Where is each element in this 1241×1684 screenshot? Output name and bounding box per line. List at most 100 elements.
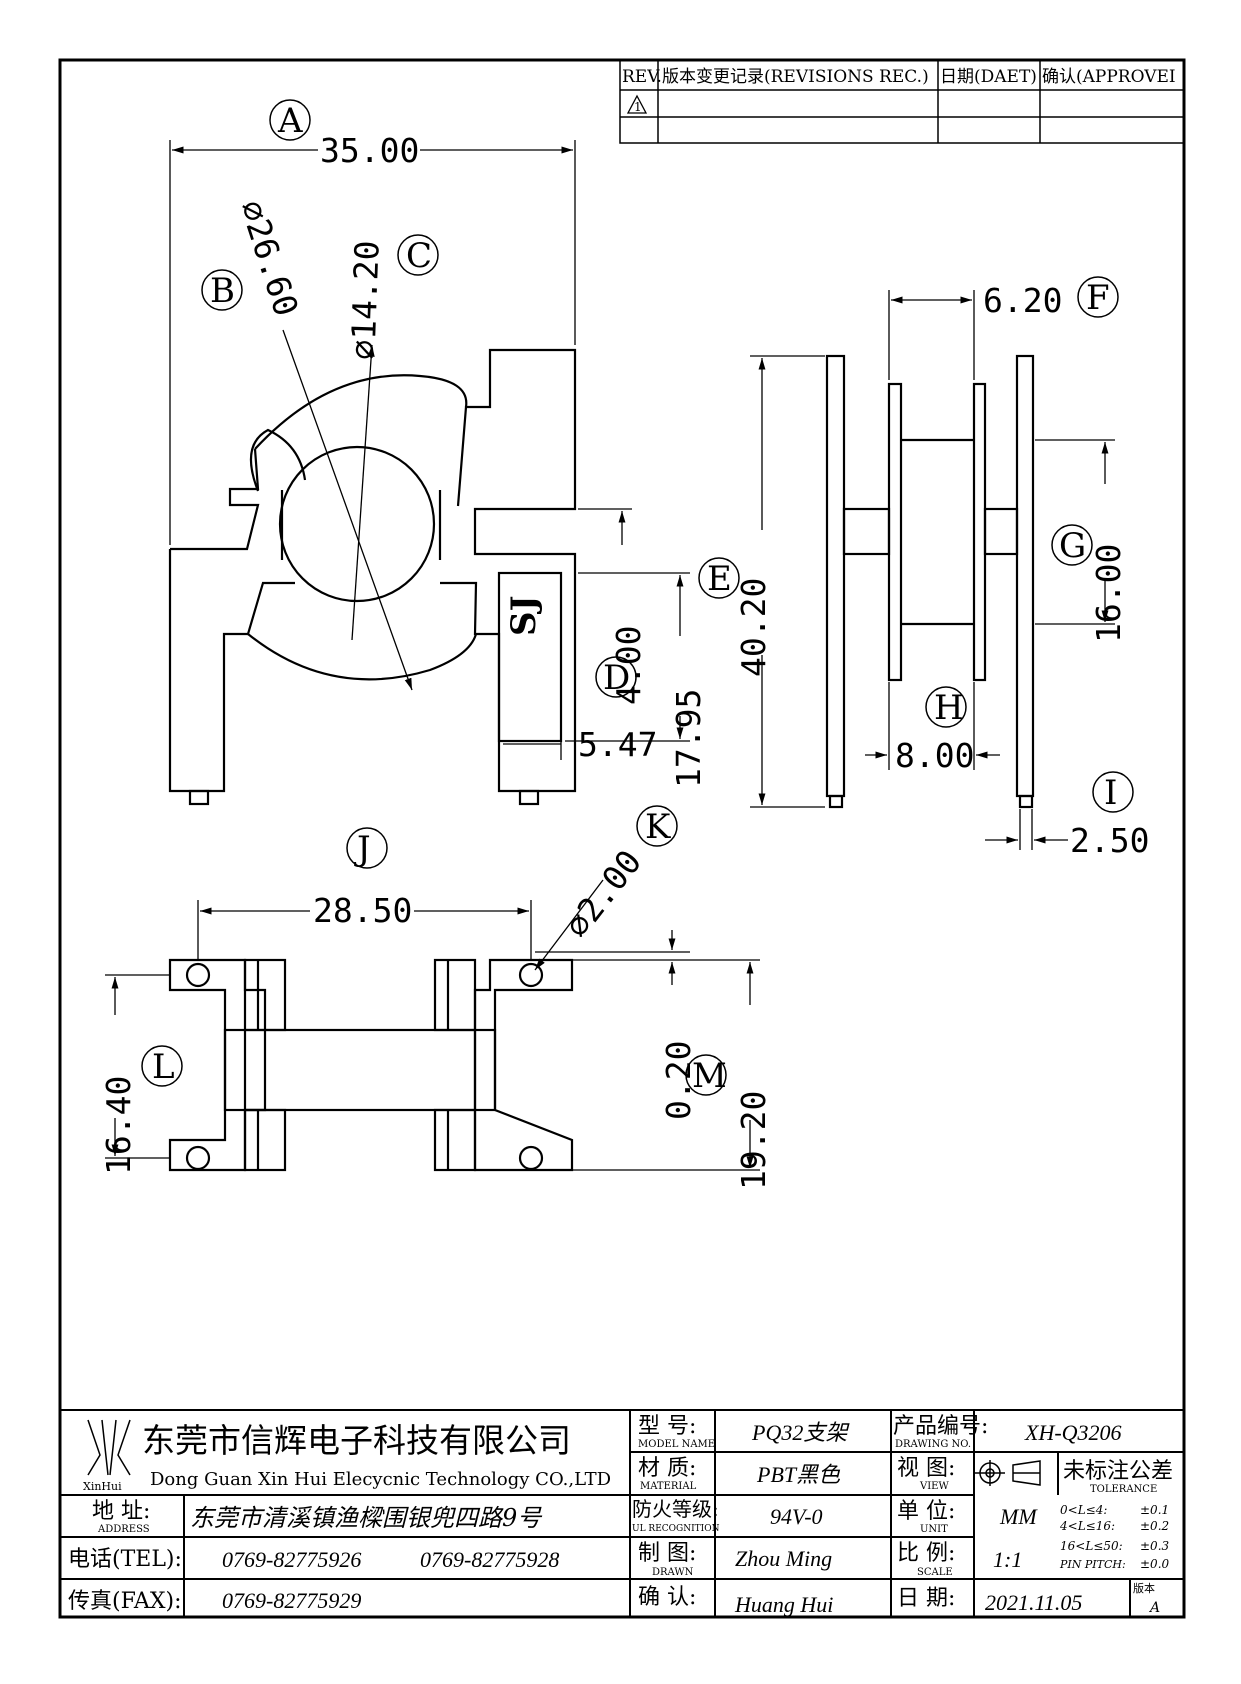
label-h-circle [925,686,967,728]
tol-range-2: 4<L≤16: [1059,1519,1115,1533]
dim-d-width-value: 5.47 [578,725,657,764]
logo-text: XinHui [83,1480,122,1493]
model-label-cn: 型 号: [638,1414,696,1439]
rev-row-number: 1 [634,100,642,114]
confirm-label-cn: 确 认: [638,1585,696,1610]
label-i: I [1104,773,1117,813]
dim-c-lines [351,344,375,641]
address-value: 东莞市清溪镇渔樑围银兜四路9号 [190,1504,543,1532]
drawn-label-cn: 制 图: [638,1541,696,1566]
revision-table [619,59,1185,144]
label-m-circle [685,1054,727,1096]
label-d-circle [595,656,637,698]
drawing-no-label-cn: 产品编号: [893,1414,988,1439]
dim-h-lines [865,682,1000,770]
scale-label-en: SCALE [917,1567,953,1578]
tolerance-en: TOLERANCE [1090,1484,1157,1495]
revision-triangle-icon: 1 [626,94,648,114]
rev-header-record: 版本变更记录(REVISIONS REC.) [662,67,929,87]
side-view [825,354,1035,809]
drawing-no-label-en: DRAWING NO. [895,1439,971,1450]
date-label-cn: 日 期: [897,1586,955,1611]
dim-d-lines [498,508,690,760]
version-label: 版本 [1133,1581,1155,1595]
label-e-circle [698,557,740,599]
label-k: K [645,807,671,847]
drawing-no-value: XH-Q3206 [1024,1420,1122,1445]
view-label-en: VIEW [919,1481,949,1492]
tol-range-4: PIN PITCH: [1059,1558,1126,1571]
dim-c-value: ⌀14.20 [343,240,386,361]
label-l-circle [141,1045,183,1087]
scale-label-cn: 比 例: [897,1541,955,1566]
dim-l-value: 16.40 [99,1076,138,1175]
company-logo [87,1419,131,1476]
fax-value: 0769-82775929 [222,1588,361,1613]
dim-b-value: ⌀26.60 [232,195,306,320]
fax-label: 传真(FAX): [68,1589,181,1614]
dim-m-height-value: 19.20 [734,1091,773,1190]
tel-1: 0769-82775926 [222,1547,361,1572]
version-value: A [1148,1600,1160,1616]
front-view [168,348,577,806]
dim-g-lines [1035,439,1115,625]
label-f: F [1086,278,1110,318]
ul-label-cn: 防火等级: [632,1497,719,1521]
ul-label-en: UL RECOGNITION [632,1524,720,1534]
dim-k-lines [534,879,604,971]
rev-header-approved: 确认(APPROVEI [1042,67,1176,87]
tol-value-1: ±0.1 [1140,1503,1169,1517]
label-f-circle [1077,276,1119,318]
rev-header-rev: REV. [622,67,662,87]
model-label-en: MODEL NAME [638,1439,715,1450]
dim-h-value: 8.00 [895,736,974,775]
scale-value: 1:1 [993,1547,1022,1572]
tel-label: 电话(TEL): [68,1547,182,1572]
rev-header-date: 日期(DAET) [940,67,1037,87]
dim-b-lines [282,329,413,691]
confirm-value: Huang Hui [734,1592,833,1617]
unit-value: MM [999,1504,1038,1529]
dim-e-value: 40.20 [734,578,773,677]
label-a: A [277,101,303,141]
dim-j-value: 28.50 [313,891,412,930]
dim-g-value: 16.00 [1089,544,1128,643]
dim-m-lines [495,930,760,1171]
label-c: C [406,236,432,276]
dim-a-lines [169,140,576,545]
drawn-value: Zhou Ming [735,1546,832,1571]
drawn-label-en: DRAWN [652,1567,694,1578]
tol-value-4: ±0.0 [1140,1557,1170,1571]
dim-e-lines [750,355,825,808]
dim-k-value: ⌀2.00 [557,843,649,945]
label-j: J [354,829,371,869]
company-name-en: Dong Guan Xin Hui Elecycnic Technology C… [150,1469,611,1490]
bottom-view [168,958,574,1172]
label-b: B [210,271,235,311]
tol-range-3: 16<L≤50: [1060,1539,1123,1553]
label-e: E [707,559,732,599]
date-value: 2021.11.05 [985,1590,1082,1615]
dim-j-lines [197,900,532,960]
label-i-circle [1092,771,1134,813]
tol-value-2: ±0.2 [1140,1519,1169,1533]
ul-value: 94V-0 [770,1504,823,1529]
dim-i-lines [985,809,1068,850]
dim-m-offset-value: 0.20 [659,1041,698,1120]
label-m: M [692,1056,727,1096]
tolerance-title: 未标注公差 [1063,1459,1173,1484]
label-l: L [152,1047,175,1087]
material-value: PBT黑色 [756,1462,841,1487]
dim-a-value: 35.00 [320,131,419,170]
material-label-cn: 材 质: [638,1456,696,1481]
tol-value-3: ±0.3 [1140,1539,1170,1553]
tel-2: 0769-82775928 [420,1547,559,1572]
title-block [59,1409,1185,1618]
label-c-circle [397,234,439,276]
model-value: PQ32支架 [751,1420,850,1445]
label-g-circle [1051,524,1093,566]
dim-l-lines [105,974,170,1159]
material-label-en: MATERIAL [640,1481,697,1492]
company-name-cn: 东莞市信辉电子科技有限公司 [142,1421,571,1460]
